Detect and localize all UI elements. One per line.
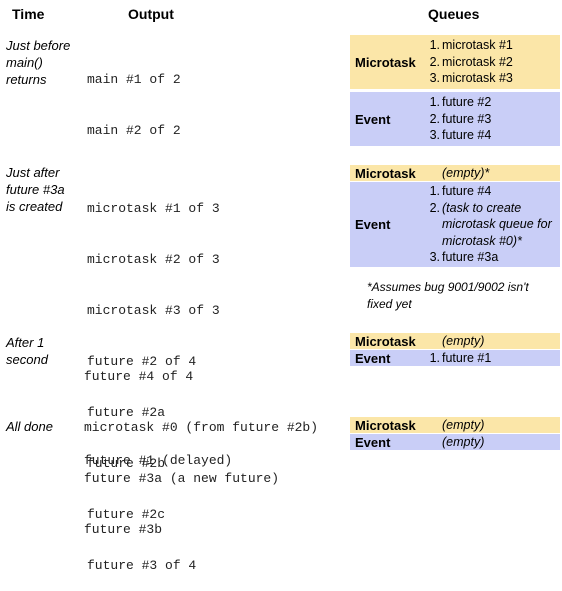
section-4-time: All done xyxy=(6,419,53,434)
empty-indicator: (empty) xyxy=(442,418,485,432)
microtask-label: Microtask xyxy=(355,417,416,433)
output-line: microtask #0 (from future #2b) xyxy=(84,420,319,435)
queue-item: 1.future #1 xyxy=(429,350,492,365)
section-2-microtask-queue: Microtask (empty)* xyxy=(350,165,560,181)
output-line: future #3 of 4 xyxy=(87,558,197,573)
output-line: microtask #3 of 3 xyxy=(87,303,220,318)
output-header: Output xyxy=(128,6,174,22)
microtask-label: Microtask xyxy=(355,165,416,181)
section-4-microtask-queue: Microtask (empty) xyxy=(350,417,560,433)
section-2-time: Just after future #3a is created xyxy=(6,165,65,214)
queue-item: 1.microtask #1 xyxy=(429,38,513,53)
queue-item: 3.future #4 xyxy=(429,128,492,143)
queue-item: 2.(task to create microtask queue for mi… xyxy=(429,200,552,248)
microtask-label: Microtask xyxy=(355,333,416,349)
event-label: Event xyxy=(355,217,391,232)
output-line: future #4 of 4 xyxy=(84,369,194,384)
queues-header: Queues xyxy=(428,6,480,22)
queue-item: 3.future #3a xyxy=(429,250,499,265)
event-label: Event xyxy=(355,350,391,366)
output-line: main #2 of 2 xyxy=(87,123,181,138)
output-line: future #2a xyxy=(87,405,166,420)
section-3-microtask-queue: Microtask (empty) xyxy=(350,333,560,349)
section-2-event-queue: Event 1.future #4 2.(task to create micr… xyxy=(350,182,560,267)
section-4-output: future #1 (delayed) xyxy=(84,418,232,486)
event-label: Event xyxy=(355,111,391,127)
section-3-event-queue: Event 1.future #1 xyxy=(350,350,560,366)
output-line: main #1 of 2 xyxy=(87,72,181,87)
empty-indicator: (empty)* xyxy=(442,166,490,180)
microtask-label: Microtask xyxy=(355,54,416,70)
section-1-time: Just before main() returns xyxy=(6,38,71,87)
empty-indicator: (empty) xyxy=(442,334,485,348)
output-line: future #2 of 4 xyxy=(87,354,197,369)
section-3-time: After 1 second xyxy=(6,335,48,367)
queue-item: 1.future #4 xyxy=(429,184,492,199)
section-1-event-queue: Event 1.future #2 2.future #3 3.future #… xyxy=(350,92,560,146)
output-line: microtask #2 of 3 xyxy=(87,252,220,267)
footnote: *Assumes bug 9001/9002 isn't fixed yet xyxy=(367,280,529,311)
queue-item: 1.future #2 xyxy=(429,95,492,110)
section-1-output: main #1 of 2 main #2 of 2 xyxy=(87,37,181,156)
section-4-event-queue: Event (empty) xyxy=(350,434,560,450)
queue-item: 3.microtask #3 xyxy=(429,71,513,86)
event-label: Event xyxy=(355,434,391,450)
queue-item: 2.microtask #2 xyxy=(429,54,513,69)
time-header: Time xyxy=(12,6,45,22)
empty-indicator: (empty) xyxy=(442,435,485,449)
output-line: microtask #1 of 3 xyxy=(87,201,220,216)
section-1-microtask-queue: Microtask 1.microtask #1 2.microtask #2 … xyxy=(350,35,560,89)
output-line: future #1 (delayed) xyxy=(84,453,233,468)
output-line: future #3b xyxy=(84,522,163,537)
queue-item: 2.future #3 xyxy=(429,111,492,126)
